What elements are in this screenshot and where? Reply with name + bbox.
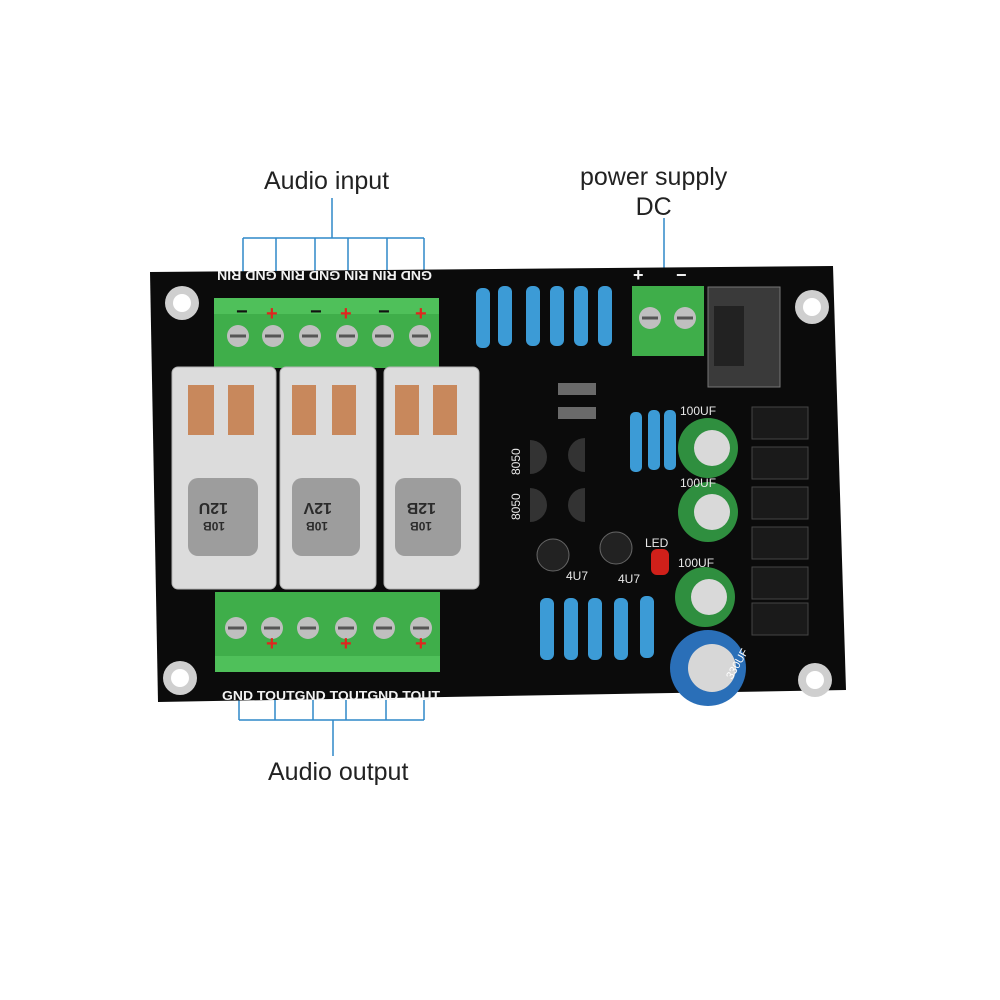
- small-caps: [536, 531, 633, 572]
- audio-output-label: Audio output: [268, 758, 409, 786]
- pcb-board: [150, 266, 846, 702]
- power-supply-label-line1: power supply: [580, 163, 728, 191]
- transistor-label-1: 8050: [509, 448, 523, 475]
- resistor-bank-top: [476, 286, 612, 348]
- power-terminal: [632, 286, 704, 356]
- input-terminal-block: [214, 298, 439, 368]
- svg-text:+: +: [340, 303, 352, 325]
- small-cap-label-1: 4U7: [566, 569, 588, 583]
- output-silk-label: GND TOUTGND TOUTGND TOUT: [222, 688, 440, 703]
- output-polarity-markers: + + +: [266, 633, 427, 655]
- power-minus-marker: −: [676, 265, 687, 285]
- svg-text:+: +: [266, 633, 278, 655]
- green-capacitors: [675, 418, 738, 627]
- led-label: LED: [645, 536, 669, 550]
- small-cap-label-2: 4U7: [618, 572, 640, 586]
- relay-sub-2: 10B: [306, 519, 328, 533]
- cap-label-1: 100UF: [680, 404, 716, 418]
- output-terminal-block: [215, 592, 440, 672]
- audio-input-label: Audio input: [264, 167, 390, 195]
- output-terminal-screws: [225, 617, 432, 639]
- diodes: [558, 383, 596, 419]
- resistors-mid: [630, 410, 676, 472]
- input-silk-label: GND RIN RIN GND RIN GND RIN: [217, 268, 432, 283]
- audio-input-leader-lines: [242, 198, 425, 312]
- big-capacitor: [670, 630, 746, 706]
- relay-label-2: 12V: [303, 499, 332, 516]
- mounting-holes: [163, 286, 832, 697]
- power-supply-label-line2: DC: [635, 193, 672, 221]
- svg-text:−: −: [378, 301, 390, 323]
- smd-chips: [751, 406, 809, 636]
- svg-text:+: +: [340, 633, 352, 655]
- svg-text:+: +: [266, 303, 278, 325]
- resistors-bottom: [540, 596, 654, 660]
- svg-text:−: −: [236, 301, 248, 323]
- cap-label-3: 100UF: [678, 556, 714, 570]
- led: [651, 549, 669, 575]
- relay-sub-1: 10B: [203, 519, 225, 533]
- relay-label-1: 12U: [199, 499, 228, 516]
- transistor-label-2: 8050: [509, 493, 523, 520]
- svg-text:+: +: [415, 303, 427, 325]
- cap-label-2: 100UF: [680, 476, 716, 490]
- svg-text:+: +: [415, 633, 427, 655]
- relays: [171, 366, 480, 590]
- regulator: [707, 286, 781, 388]
- svg-text:−: −: [310, 301, 322, 323]
- transistors: [530, 438, 585, 522]
- audio-output-leader-lines: [238, 700, 425, 756]
- big-cap-label: 330UF: [724, 647, 751, 682]
- power-plus-marker: +: [633, 265, 644, 285]
- relay-label-3: 12B: [407, 499, 436, 516]
- relay-sub-3: 10B: [410, 519, 432, 533]
- input-terminal-screws: [227, 325, 431, 347]
- input-polarity-markers: − + − + − +: [236, 301, 427, 325]
- power-supply-label: power supply DC: [580, 162, 727, 222]
